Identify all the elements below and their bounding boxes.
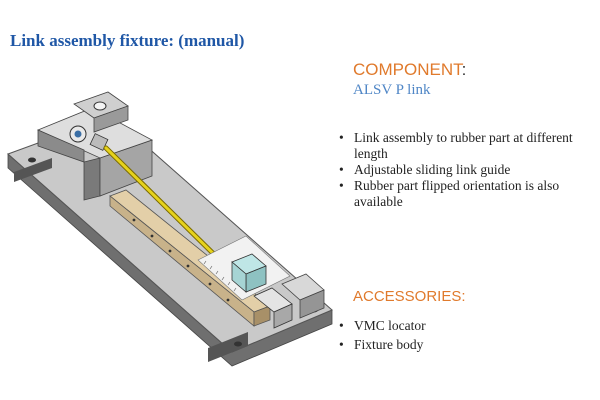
guide-rail-front [253,305,271,327]
ruler-ticks [203,260,237,292]
locator-block-left [37,129,85,163]
bolt-head [93,101,107,111]
list-item: Fixture body [336,337,576,353]
fixture-foot [208,332,248,362]
component-heading-label: COMPONENT [353,60,462,79]
clamp-block-side [93,105,129,133]
mounting-hole [28,157,36,163]
component-heading-colon: : [461,60,467,79]
rail-holes [132,218,230,302]
component-heading: COMPONENT: [353,60,466,80]
link-end-bracket [89,133,109,151]
list-item: Link assembly to rubber part at differen… [336,130,596,162]
rubber-part-bore [74,130,82,138]
list-item: VMC locator [336,318,576,334]
locator-block-side [83,157,101,201]
fixture-illustration [7,91,333,367]
stop-block-side [273,303,293,329]
rail-end-block-side [299,289,325,319]
slide-title: Link assembly fixture: (manual) [10,31,245,50]
mounting-hole [234,341,242,347]
list-item: Adjustable sliding link guide [336,162,596,178]
list-item: Rubber part flipped orientation is also … [336,178,596,210]
accessories-list: VMC locator Fixture body [336,318,576,356]
accessories-heading: ACCESSORIES: [353,288,466,305]
component-name: ALSV P link [353,82,431,98]
fixture-foot [14,158,52,182]
slide-block-front [231,261,247,293]
features-list: Link assembly to rubber part at differen… [336,130,596,210]
